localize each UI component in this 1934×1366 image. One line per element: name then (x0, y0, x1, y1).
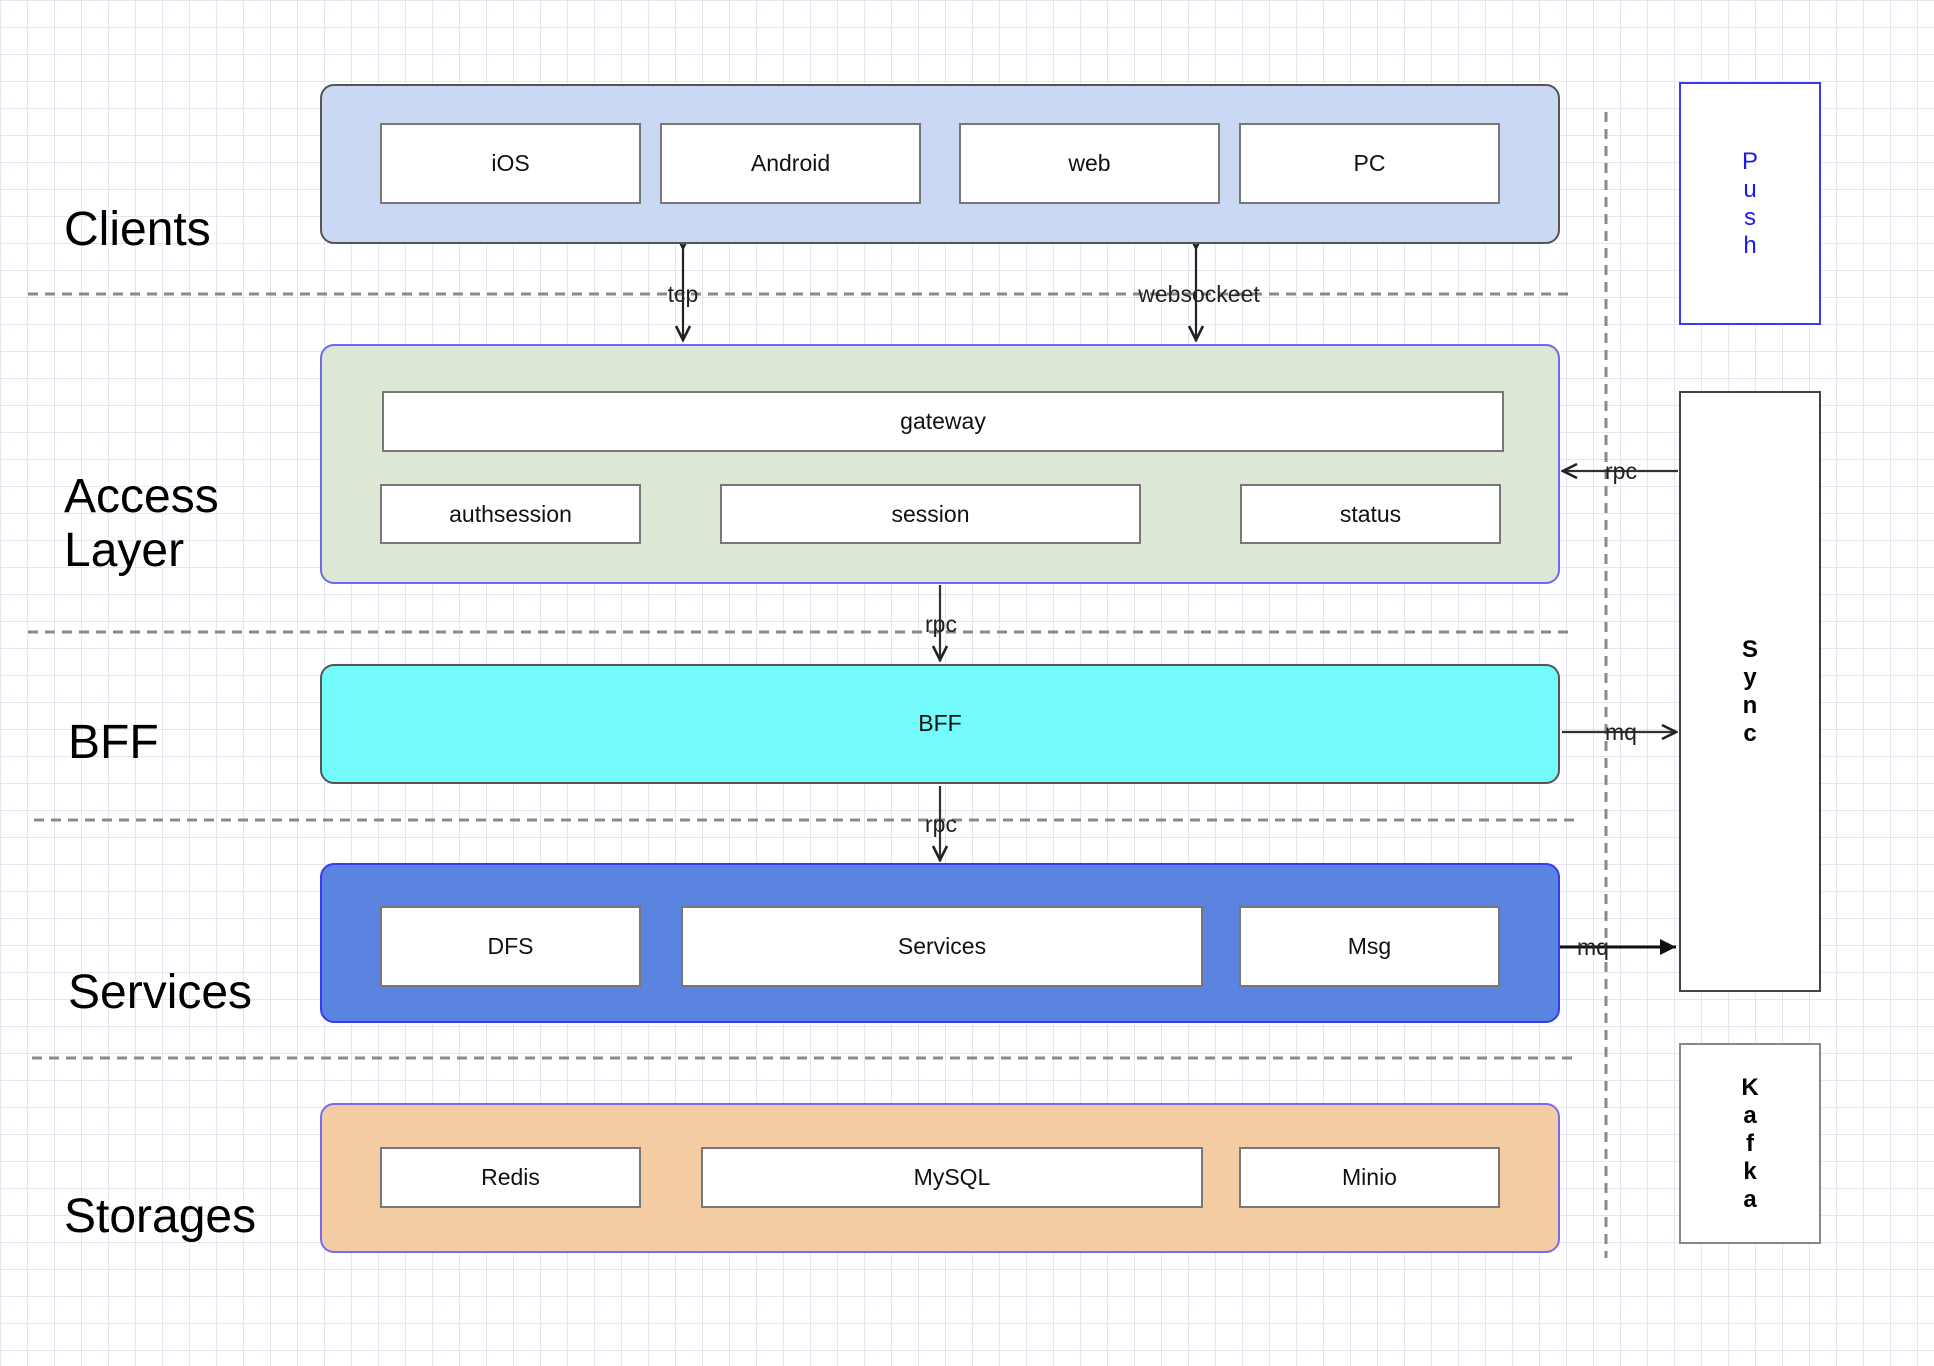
mq-bff-sync-label: mq (1605, 719, 1637, 745)
push-box[interactable]: P u s h (1679, 82, 1821, 325)
layer-label-services: Services (68, 966, 253, 1019)
sync-label: S y n c (1742, 636, 1758, 748)
kafka-letter-k: K (1741, 1073, 1759, 1101)
push-label: P u s h (1742, 148, 1758, 260)
session-box[interactable]: session (720, 484, 1141, 544)
push-letter-p: P (1741, 148, 1758, 175)
minio-box[interactable]: Minio (1239, 1147, 1500, 1208)
rpc-sync-access-label: rpc (1605, 458, 1637, 484)
sync-letter-y: y (1743, 663, 1757, 691)
redis-box[interactable]: Redis (380, 1147, 641, 1208)
kafka-label: K a f k a (1741, 1074, 1758, 1214)
layer-label-clients: Clients (64, 203, 211, 256)
rpc-access-bff-label: rpc (925, 611, 957, 637)
kafka-letter-f: f (1746, 1129, 1754, 1157)
push-letter-u: u (1743, 176, 1757, 203)
sync-letter-n: n (1742, 691, 1758, 719)
gateway-box[interactable]: gateway (382, 391, 1504, 452)
kafka-letter-a2: a (1743, 1185, 1757, 1213)
rpc-bff-services-label: rpc (925, 811, 957, 837)
tcp-label: tcp (667, 281, 699, 307)
sync-letter-s: S (1741, 635, 1758, 663)
websocket-label: websockeet (1138, 281, 1260, 307)
kafka-box[interactable]: K a f k a (1679, 1043, 1821, 1244)
client-pc-box[interactable]: PC (1239, 123, 1500, 204)
authsession-box[interactable]: authsession (380, 484, 641, 544)
bff-container (320, 664, 1560, 784)
bff-label[interactable]: BFF (918, 709, 962, 736)
client-web-box[interactable]: web (959, 123, 1220, 204)
client-ios-box[interactable]: iOS (380, 123, 641, 204)
sync-box[interactable]: S y n c (1679, 391, 1821, 992)
access-layer-container (320, 344, 1560, 584)
mq-msg-sync-label: mq (1577, 934, 1609, 960)
push-letter-h: h (1743, 232, 1757, 259)
layer-label-access-line1: Access (64, 470, 219, 523)
dfs-box[interactable]: DFS (380, 906, 641, 987)
services-box[interactable]: Services (681, 906, 1203, 987)
client-android-box[interactable]: Android (660, 123, 921, 204)
layer-label-access-line2: Layer (64, 524, 185, 577)
push-letter-s: s (1743, 204, 1756, 231)
sync-letter-c: c (1743, 719, 1757, 747)
layer-label-storages: Storages (64, 1190, 257, 1243)
msg-box[interactable]: Msg (1239, 906, 1500, 987)
status-box[interactable]: status (1240, 484, 1501, 544)
mysql-box[interactable]: MySQL (701, 1147, 1203, 1208)
kafka-letter-k2: k (1743, 1157, 1757, 1185)
layer-label-bff: BFF (68, 716, 159, 769)
kafka-letter-a1: a (1743, 1101, 1757, 1129)
